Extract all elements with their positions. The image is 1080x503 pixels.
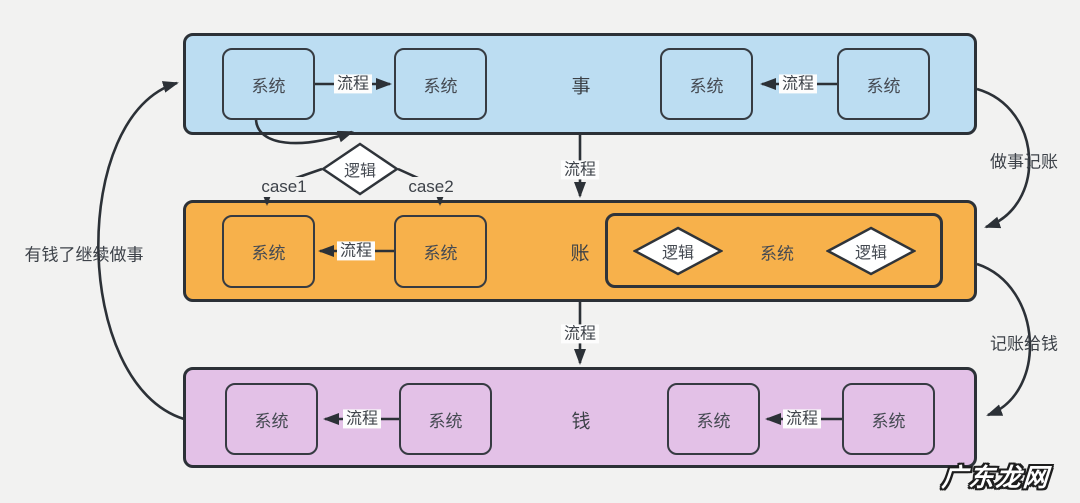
record-pay-label: 记账给钱 — [990, 334, 1058, 354]
system-node: 系统 — [667, 383, 760, 455]
system-node: 系统 — [842, 383, 935, 455]
logic-diamond-label: 逻辑 — [661, 245, 695, 262]
system-node-label: 系统 — [696, 411, 731, 431]
system-node-label: 系统 — [251, 244, 286, 263]
band-title-things: 事 — [571, 76, 591, 98]
logic-diamond: 逻辑 — [825, 226, 917, 276]
flow-label: 流程 — [560, 324, 600, 344]
system-node: 系统 — [394, 215, 487, 288]
system-node: 系统 — [225, 383, 318, 455]
case1-label: case1 — [259, 177, 309, 197]
decision-diamond-label: 逻辑 — [343, 163, 377, 180]
money-loop-label: 有钱了继续做事 — [24, 245, 144, 265]
system-node-label: 系统 — [251, 76, 286, 96]
flow-label: 流程 — [782, 409, 822, 429]
flow-label: 流程 — [560, 160, 600, 180]
container-system-label: 系统 — [760, 244, 794, 264]
flow-label: 流程 — [336, 241, 376, 261]
decision-diamond: 逻辑 — [320, 142, 400, 196]
case2-label: case2 — [406, 177, 456, 197]
system-node: 系统 — [222, 48, 315, 120]
system-node: 系统 — [837, 48, 930, 120]
band-title-money: 钱 — [571, 411, 591, 433]
logic-diamond-label: 逻辑 — [854, 245, 888, 262]
system-node: 系统 — [394, 48, 487, 120]
logic-diamond: 逻辑 — [632, 226, 724, 276]
system-node-label: 系统 — [871, 411, 906, 431]
watermark: 广东龙网 — [940, 464, 1051, 492]
diamond-shape-icon — [632, 226, 724, 276]
system-node-label: 系统 — [423, 76, 458, 96]
flow-label: 流程 — [778, 74, 818, 94]
diamond-shape-icon — [320, 142, 400, 196]
do-record-label: 做事记账 — [990, 152, 1058, 172]
system-node: 系统 — [399, 383, 492, 455]
system-node: 系统 — [660, 48, 753, 120]
flow-label: 流程 — [342, 409, 382, 429]
flow-label: 流程 — [333, 74, 373, 94]
system-node-label: 系统 — [254, 411, 289, 431]
system-node-label: 系统 — [866, 76, 901, 96]
system-node-label: 系统 — [689, 76, 724, 96]
system-node: 系统 — [222, 215, 315, 288]
diamond-shape-icon — [825, 226, 917, 276]
system-node-label: 系统 — [423, 244, 458, 263]
system-node-label: 系统 — [428, 411, 463, 431]
band-title-accounts: 账 — [570, 243, 590, 265]
